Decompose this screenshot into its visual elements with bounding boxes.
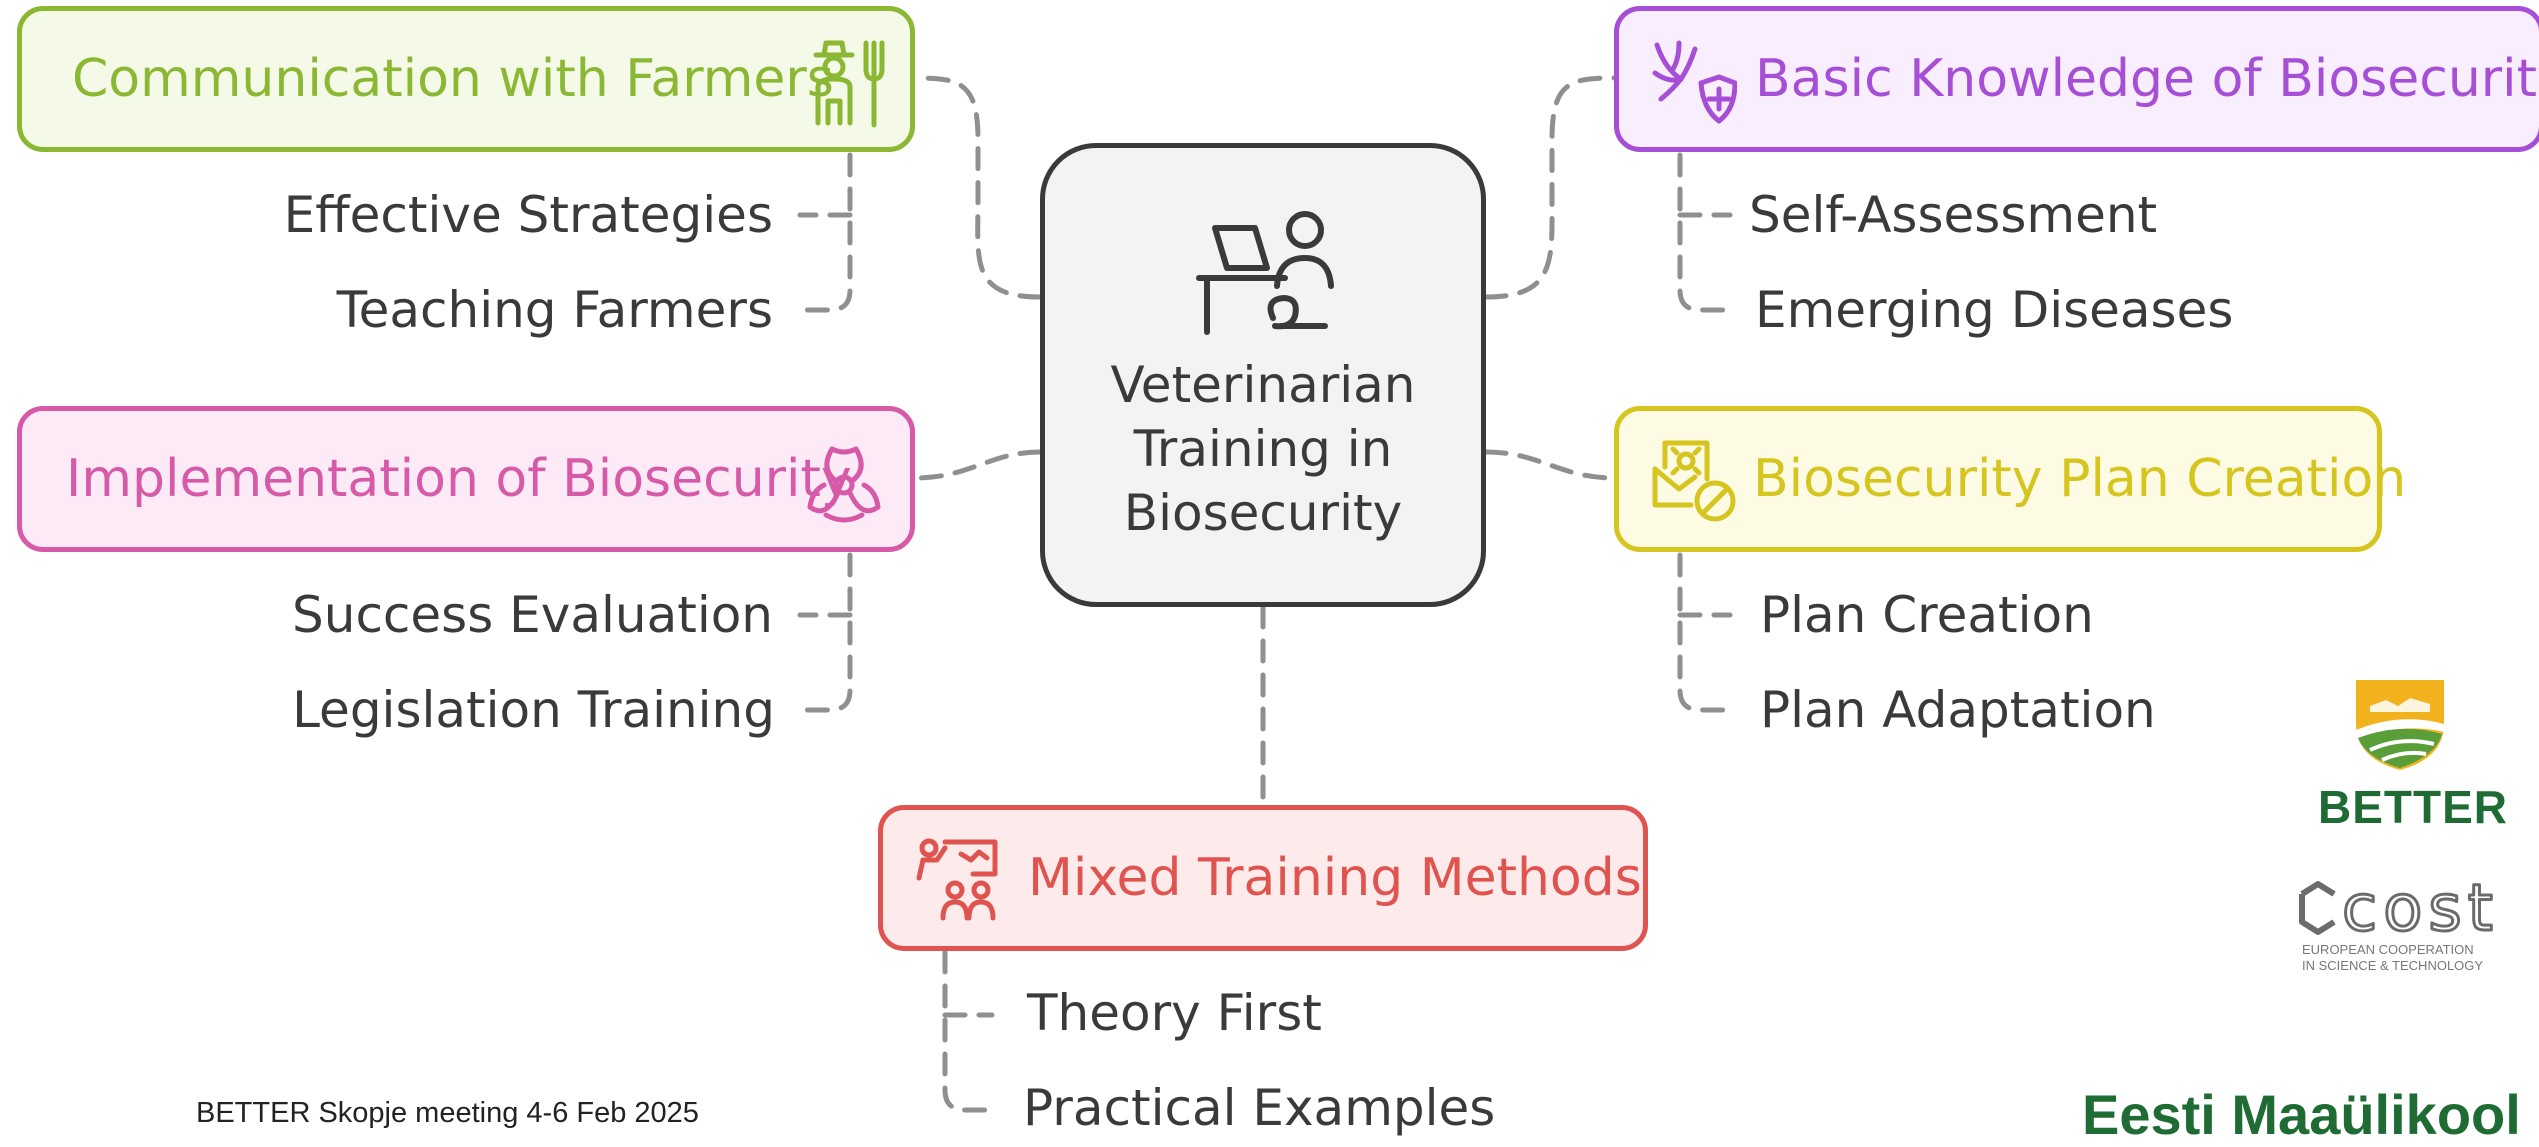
node-communication-title: Communication with Farmers <box>72 49 834 109</box>
sub-self-assessment: Self-Assessment <box>1749 186 2158 244</box>
sub-plan-adaptation: Plan Adaptation <box>1760 681 2156 739</box>
connector-communication-subs <box>797 152 853 313</box>
connector-plan-subs <box>1677 552 1733 713</box>
node-plan-title: Biosecurity Plan Creation <box>1753 449 2407 509</box>
connector-implementation-subs <box>797 552 853 713</box>
plan-document-icon <box>1652 440 1736 522</box>
cost-logo-text: cost <box>2342 880 2499 946</box>
sub-legislation-training: Legislation Training <box>292 681 775 739</box>
cost-logo-icon: cost <box>2299 880 2499 948</box>
teacher-group-icon <box>916 838 998 921</box>
sub-plan-creation: Plan Creation <box>1760 586 2094 644</box>
sub-emerging-diseases: Emerging Diseases <box>1755 281 2234 339</box>
biohazard-icon <box>807 446 881 523</box>
node-mixed-training-methods: Mixed Training Methods <box>878 805 1648 951</box>
connector-knowledge-subs <box>1677 152 1733 313</box>
node-knowledge-title: Basic Knowledge of Biosecurity <box>1755 49 2539 109</box>
cost-subtitle-line-1: EUROPEAN COOPERATION <box>2302 942 2474 957</box>
node-communication-with-farmers: Communication with Farmers <box>17 6 915 152</box>
farmer-pitchfork-icon <box>813 40 885 128</box>
germ-shield-icon <box>1652 40 1737 124</box>
cost-subtitle-line-2: IN SCIENCE & TECHNOLOGY <box>2302 958 2484 973</box>
better-logo-shield-icon <box>2356 680 2444 770</box>
center-node: Veterinarian Training in Biosecurity <box>1040 143 1486 607</box>
sub-effective-strategies: Effective Strategies <box>283 186 773 244</box>
center-title-line-2: Training in <box>1133 420 1393 478</box>
emu-logo-text: Eesti Maaülikool <box>2082 1083 2521 1146</box>
node-basic-knowledge-of-biosecurity: Basic Knowledge of Biosecurity <box>1614 6 2539 152</box>
connector-center-implementation <box>912 449 1043 481</box>
footer-meeting-text: BETTER Skopje meeting 4-6 Feb 2025 <box>196 1097 699 1129</box>
sub-success-evaluation: Success Evaluation <box>292 586 773 644</box>
sub-practical-examples: Practical Examples <box>1023 1079 1496 1137</box>
connector-mixed-subs <box>942 949 995 1113</box>
connector-center-communication <box>912 75 1043 300</box>
node-implementation-of-biosecurity: Implementation of Biosecurity <box>17 406 915 552</box>
node-mixed-title: Mixed Training Methods <box>1028 848 1642 908</box>
center-title-line-3: Biosecurity <box>1123 484 1403 542</box>
node-implementation-title: Implementation of Biosecurity <box>66 449 852 509</box>
center-title: Veterinarian Training in Biosecurity <box>1045 353 1481 545</box>
cost-logo-subtitle: EUROPEAN COOPERATION IN SCIENCE & TECHNO… <box>2302 942 2483 974</box>
node-biosecurity-plan-creation: Biosecurity Plan Creation <box>1614 406 2406 552</box>
center-title-line-1: Veterinarian <box>1110 356 1416 414</box>
better-logo-text: BETTER <box>2318 781 2508 833</box>
connector-center-knowledge <box>1483 75 1617 300</box>
connector-center-plan <box>1483 449 1617 481</box>
veterinarian-laptop-icon <box>1196 211 1334 335</box>
sub-theory-first: Theory First <box>1027 984 1322 1042</box>
sub-teaching-farmers: Teaching Farmers <box>336 281 773 339</box>
